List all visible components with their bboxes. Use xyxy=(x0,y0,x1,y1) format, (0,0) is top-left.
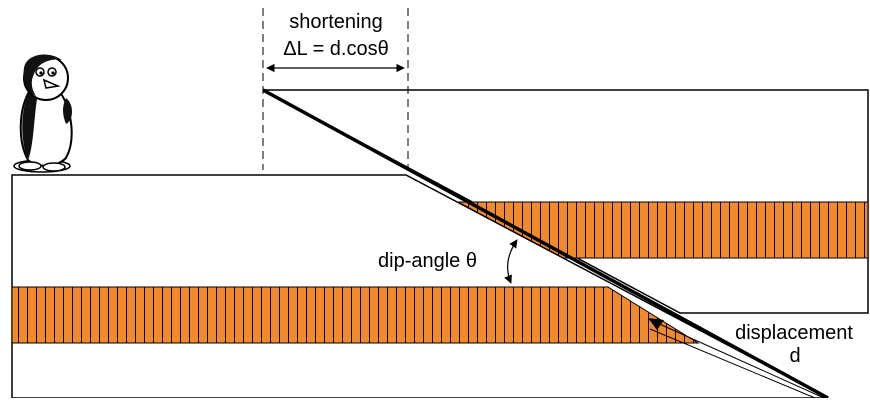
dip-angle-label: dip-angle θ xyxy=(378,250,477,272)
penguin-icon xyxy=(13,54,73,173)
shortening-formula: ΔL = d.cosθ xyxy=(283,38,388,60)
footwall-layer xyxy=(11,286,700,344)
displacement-symbol: d xyxy=(789,345,800,367)
displacement-arrow-line-a xyxy=(654,321,825,399)
shortening-title: shortening xyxy=(289,11,382,33)
dip-angle-arc xyxy=(504,239,518,284)
fault-plane xyxy=(262,88,829,400)
displacement-arrowhead xyxy=(648,318,664,330)
displacement-arrow-line-b xyxy=(649,328,816,399)
displacement-label: displacement xyxy=(735,322,853,344)
